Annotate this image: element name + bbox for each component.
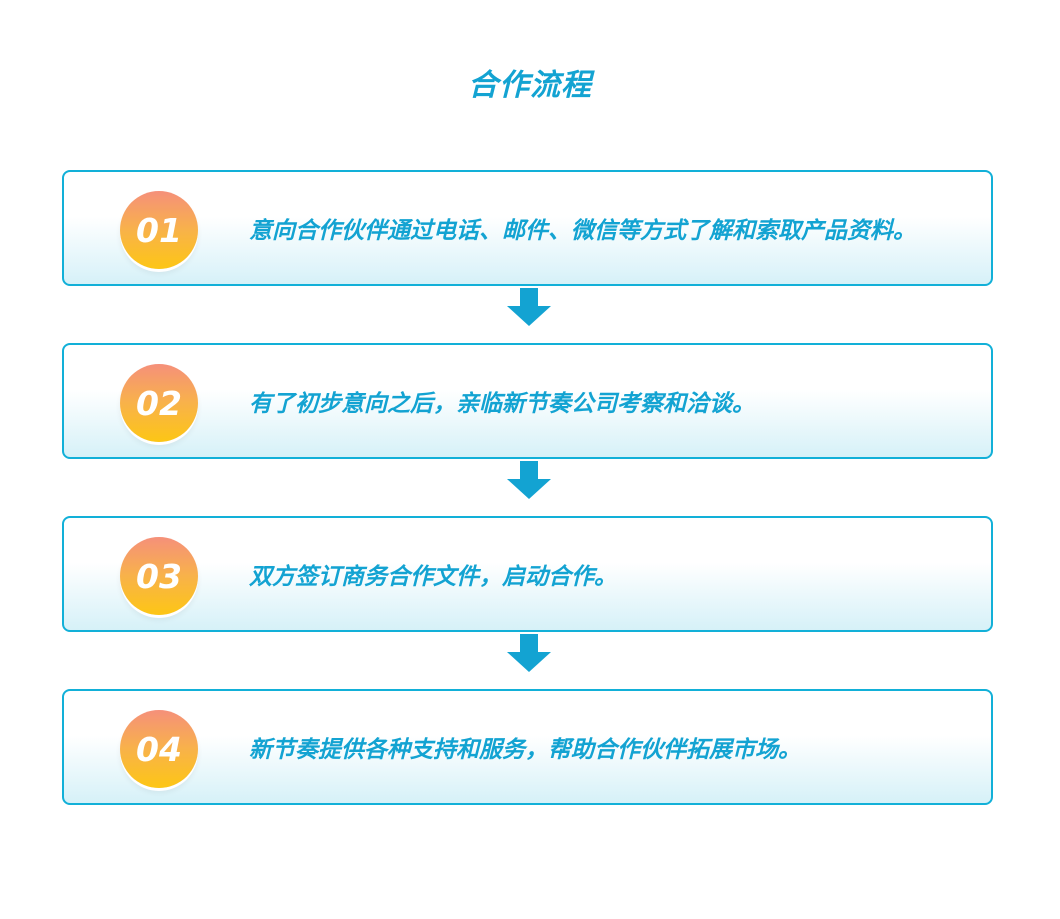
step-number-badge: 02 (120, 364, 198, 442)
step-number-badge: 03 (120, 537, 198, 615)
step-description: 意向合作伙伴通过电话、邮件、微信等方式了解和索取产品资料。 (249, 218, 916, 244)
step-card-2: 02 有了初步意向之后，亲临新节奏公司考察和洽谈。 (62, 343, 993, 459)
step-description: 新节奏提供各种支持和服务，帮助合作伙伴拓展市场。 (249, 737, 801, 763)
step-card-3: 03 双方签订商务合作文件，启动合作。 (62, 516, 993, 632)
step-number-badge: 01 (120, 191, 198, 269)
step-card-1: 01 意向合作伙伴通过电话、邮件、微信等方式了解和索取产品资料。 (62, 170, 993, 286)
step-description: 双方签订商务合作文件，启动合作。 (249, 564, 617, 590)
step-card-4: 04 新节奏提供各种支持和服务，帮助合作伙伴拓展市场。 (62, 689, 993, 805)
arrow-down-icon (507, 634, 551, 672)
page-title: 合作流程 (468, 68, 592, 103)
step-description: 有了初步意向之后，亲临新节奏公司考察和洽谈。 (249, 391, 755, 417)
arrow-down-icon (507, 461, 551, 499)
step-number-badge: 04 (120, 710, 198, 788)
arrow-down-icon (507, 288, 551, 326)
